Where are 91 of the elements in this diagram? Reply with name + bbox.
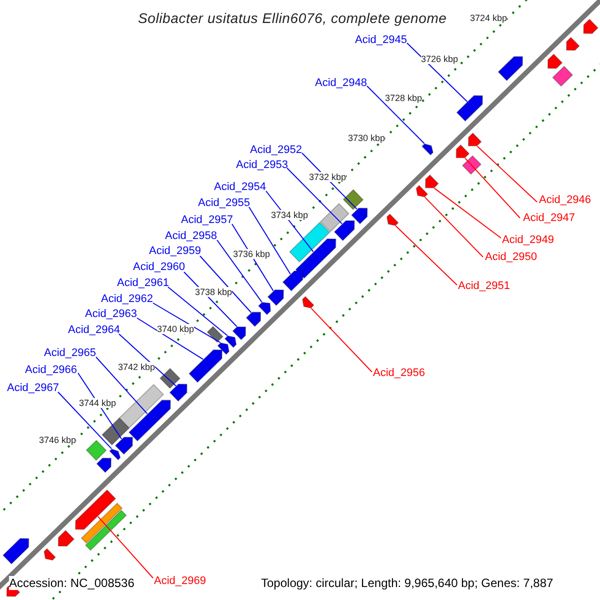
leader-line: [248, 206, 291, 275]
gene-label: Acid_2947: [523, 211, 575, 225]
gene-block: [583, 18, 599, 34]
gene-block: [498, 56, 524, 82]
gene-block: [128, 400, 171, 442]
gene-label: Acid_2963: [85, 307, 137, 321]
gene-block: [468, 132, 482, 146]
leader-line: [96, 356, 148, 414]
gene-block: [114, 436, 134, 455]
leader-line: [434, 188, 502, 238]
scale-label: 3724 kbp: [470, 13, 508, 23]
leader-line: [464, 158, 520, 218]
leader-line: [286, 168, 342, 224]
gene-block: [456, 95, 483, 122]
scale-label: 3726 kbp: [421, 54, 458, 64]
leader-line: [200, 256, 252, 313]
gene-label: Acid_2954: [214, 180, 266, 194]
gene-block: [421, 143, 434, 156]
scale-label: 3730 kbp: [348, 133, 386, 143]
gene-label: Acid_2966: [25, 363, 77, 377]
gene-label: Acid_2955: [198, 196, 250, 210]
gene-block: [302, 296, 314, 308]
gene-block: [224, 335, 237, 348]
gene-block: [334, 220, 355, 242]
gene-block: [232, 326, 246, 340]
scale-label: 3746 kbp: [39, 435, 76, 445]
leader-line: [406, 42, 468, 102]
scale-label: 3728 kbp: [385, 93, 422, 103]
gene-label: Acid_2945: [355, 33, 407, 47]
title: Solibacter usitatus Ellin6076, complete genome: [138, 11, 447, 25]
gene-label: Acid_2964: [68, 323, 120, 337]
leader-line: [97, 516, 154, 578]
gene-label: Acid_2953: [236, 158, 288, 172]
gene-block: [456, 144, 470, 158]
scale-label: 3738 kbp: [195, 287, 232, 297]
gene-block: [58, 530, 75, 547]
gene-block: [109, 448, 121, 460]
gene-block: [188, 349, 222, 383]
gene-label: Acid_2967: [7, 381, 59, 395]
gene-block: [282, 270, 304, 292]
scale-label: 3732 kbp: [309, 172, 346, 182]
leader-line: [136, 318, 204, 360]
gene-label: Acid_2951: [458, 279, 510, 293]
gene-label: Acid_2958: [165, 229, 217, 243]
gene-label: Acid_2969: [154, 574, 206, 588]
gene-block: [2, 538, 30, 565]
leader-line: [168, 286, 228, 336]
gene-block: [386, 213, 399, 226]
leader-line: [58, 392, 112, 450]
scale-label: 3744 kbp: [79, 398, 116, 408]
leader-line: [310, 308, 372, 372]
gene-label: Acid_2961: [117, 276, 169, 290]
leader-line: [395, 225, 458, 286]
leader-line: [476, 146, 538, 202]
gene-block: [267, 289, 284, 306]
gene-label: Acid_2959: [149, 244, 201, 258]
gene-block: [295, 238, 336, 279]
gene-label: Acid_2949: [502, 233, 554, 247]
gene-block: [258, 302, 272, 316]
gene-block: [566, 36, 580, 51]
gene-label: Acid_2948: [315, 76, 367, 90]
scale-label: 3734 kbp: [271, 210, 308, 220]
genome-info-text: Topology: circular; Length: 9,965,640 bp; Genes: 7,887: [261, 576, 554, 590]
gene-block: [44, 548, 56, 561]
accession-text: Accession: NC_008536: [9, 576, 134, 590]
scale-label: 3736 kbp: [233, 249, 270, 259]
gene-block: [75, 489, 116, 530]
gene-label: Acid_2952: [250, 143, 302, 157]
gene-block: [169, 384, 188, 402]
leader-line: [424, 196, 484, 258]
gene-block: [424, 174, 439, 188]
leader-line: [366, 86, 425, 144]
gene-block: [246, 312, 262, 328]
leader-line: [118, 334, 176, 386]
gene-block: [547, 54, 563, 69]
leader-line: [216, 240, 262, 303]
gene-label: Acid_2965: [44, 346, 96, 360]
leader-line: [78, 372, 122, 440]
gene-label: Acid_2950: [485, 250, 537, 264]
scale-label: 3740 kbp: [157, 324, 194, 334]
leader-line: [152, 302, 221, 344]
gene-block: [96, 458, 112, 474]
gene-label: Acid_2957: [181, 213, 233, 227]
gene-block: [416, 184, 428, 198]
gene-label: Acid_2956: [373, 366, 425, 380]
gene-block: [217, 342, 230, 355]
gene-block: [350, 208, 368, 224]
scale-label: 3742 kbp: [118, 362, 156, 372]
gene-label: Acid_2962: [101, 292, 153, 306]
gene-label: Acid_2946: [539, 193, 591, 207]
gene-label: Acid_2960: [133, 260, 185, 274]
